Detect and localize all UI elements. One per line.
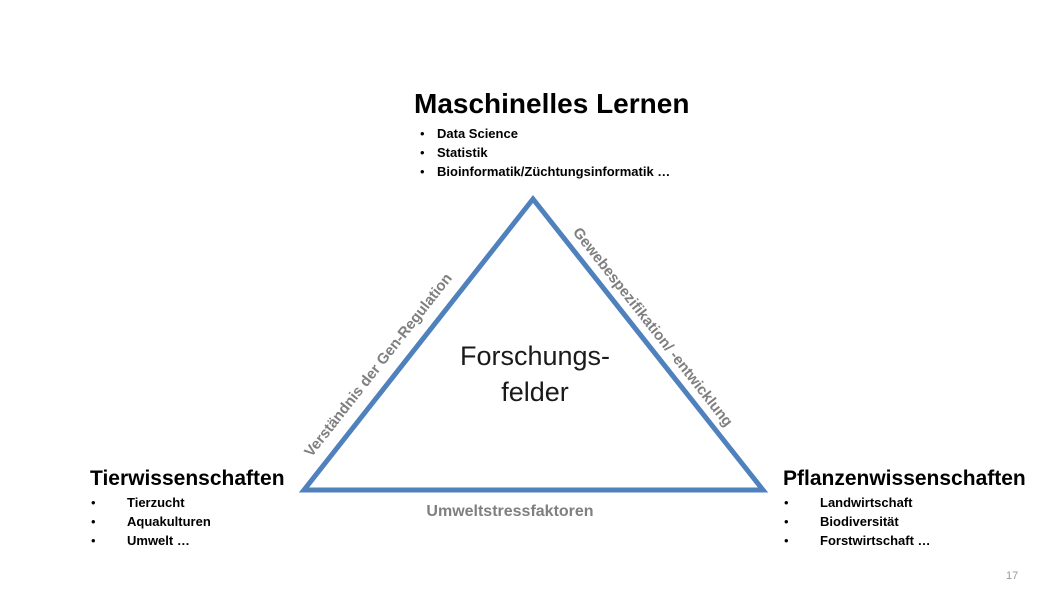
edge-label-left: Verständnis der Gen-Regulation xyxy=(301,270,456,460)
node-title-machine-learning: Maschinelles Lernen xyxy=(414,88,690,119)
node-title-plant-sciences: Pflanzenwissenschaften xyxy=(783,467,1026,490)
list-item: Tierzucht xyxy=(91,493,211,512)
center-label-line1: Forschungs- xyxy=(459,341,611,371)
page-number: 17 xyxy=(1006,570,1019,582)
node-list-plant-sciences: Landwirtschaft Biodiversität Forstwirtsc… xyxy=(784,493,931,550)
node-title-animal-sciences: Tierwissenschaften xyxy=(90,467,285,490)
list-item: Landwirtschaft xyxy=(784,493,931,512)
list-item: Data Science xyxy=(420,124,670,143)
list-item: Biodiversität xyxy=(784,512,931,531)
list-item: Forstwirtschaft … xyxy=(784,531,930,550)
list-item: Bioinformatik/Züchtungsinformatik … xyxy=(420,162,670,181)
list-item: Statistik xyxy=(420,143,670,162)
edge-label-bottom: Umweltstressfaktoren xyxy=(426,503,593,520)
node-list-animal-sciences: Tierzucht Aquakulturen Umwelt … xyxy=(91,493,211,550)
triangle-shape xyxy=(298,194,769,493)
list-item: Aquakulturen xyxy=(91,512,211,531)
center-label: Forschungs- felder xyxy=(440,338,630,410)
node-list-machine-learning: Data Science Statistik Bioinformatik/Züc… xyxy=(420,124,670,181)
center-label-line2: felder xyxy=(501,377,569,407)
list-item: Umwelt … xyxy=(91,531,211,550)
